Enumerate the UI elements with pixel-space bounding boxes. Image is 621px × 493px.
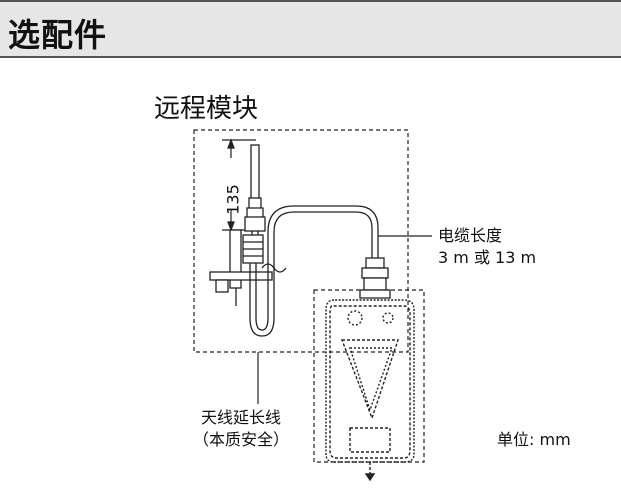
transmitter-connector xyxy=(359,257,391,299)
transmitter-body xyxy=(325,299,415,482)
transmitter-dashed-box xyxy=(313,289,425,463)
dimension-135-label: 135 xyxy=(223,184,243,215)
cable-length-label: 电缆长度 3 m 或 13 m xyxy=(438,225,536,269)
remote-module-title: 远程模块 xyxy=(154,94,259,124)
extension-label-line1: 天线延长线 xyxy=(201,408,282,427)
cable-length-line2: 3 m 或 13 m xyxy=(438,248,537,267)
antenna-dashed-box xyxy=(193,129,409,353)
cable-break-mark xyxy=(261,263,287,273)
extension-cable-label: 天线延长线 （本质安全） xyxy=(193,407,289,451)
unit-label: 单位: mm xyxy=(497,430,571,449)
mount-bracket xyxy=(209,229,273,306)
cable-length-line1: 电缆长度 xyxy=(438,226,503,245)
section-title: 选配件 xyxy=(8,16,108,54)
section-header: 选配件 xyxy=(0,0,621,58)
extension-label-line2: （本质安全） xyxy=(193,430,290,449)
extension-cable xyxy=(249,205,379,337)
antenna xyxy=(242,144,266,264)
